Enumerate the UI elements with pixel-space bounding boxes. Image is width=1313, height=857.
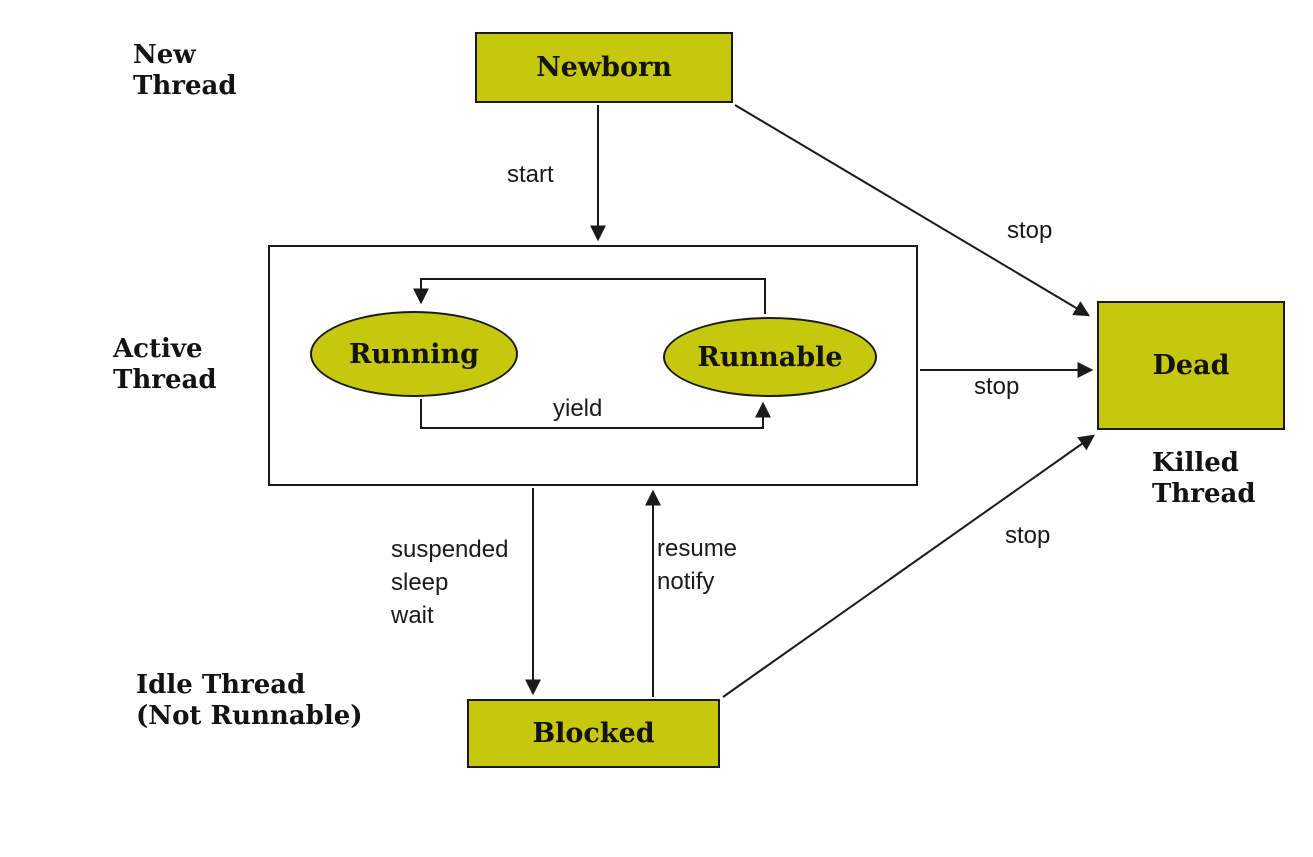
state-dead: Dead (1097, 301, 1285, 430)
edge-label-stop-active: stop (974, 373, 1019, 401)
edge-label-stop-newborn: stop (1007, 217, 1052, 245)
state-runnable-label: Runnable (697, 341, 843, 373)
edge-label-text: yield (553, 395, 603, 422)
phase-label-active-thread: Active Thread (113, 334, 217, 396)
state-dead-label: Dead (1152, 350, 1230, 381)
state-running: Running (310, 311, 518, 397)
edge-label-line: sleep (391, 569, 449, 596)
phase-label-line: Thread (133, 71, 237, 101)
phase-label-line: New (133, 40, 196, 70)
state-newborn-label: Newborn (536, 52, 672, 83)
phase-label-new-thread: New Thread (133, 40, 237, 102)
edge-label-resume: resume notify (657, 532, 737, 598)
state-blocked-label: Blocked (532, 718, 655, 749)
edge-label-suspend: suspended sleep wait (391, 533, 508, 632)
phase-label-idle-thread: Idle Thread (Not Runnable) (136, 670, 363, 732)
edge-label-line: resume (657, 535, 738, 562)
edge-label-text: stop (1007, 217, 1053, 244)
phase-label-line: Killed (1152, 448, 1239, 478)
edge-label-yield: yield (553, 395, 602, 423)
phase-label-killed-thread: Killed Thread (1152, 448, 1256, 510)
edge-label-stop-blocked: stop (1005, 522, 1050, 550)
phase-label-line: Thread (113, 365, 217, 395)
edge-label-text: stop (1005, 522, 1051, 549)
edge-label-text: start (507, 161, 554, 188)
edge-label-start: start (507, 161, 554, 189)
state-running-label: Running (348, 338, 480, 370)
phase-label-line: (Not Runnable) (136, 701, 363, 731)
phase-label-line: Active (113, 334, 203, 364)
state-newborn: Newborn (475, 32, 733, 103)
edge-label-line: wait (391, 602, 434, 629)
phase-label-line: Idle Thread (136, 670, 306, 700)
state-blocked: Blocked (467, 699, 720, 768)
active-thread-group-box (268, 245, 918, 486)
edge-label-line: suspended (391, 536, 509, 563)
edge-label-text: stop (974, 373, 1020, 400)
phase-label-line: Thread (1152, 479, 1256, 509)
state-runnable: Runnable (663, 317, 877, 397)
edge-label-line: notify (657, 568, 715, 595)
